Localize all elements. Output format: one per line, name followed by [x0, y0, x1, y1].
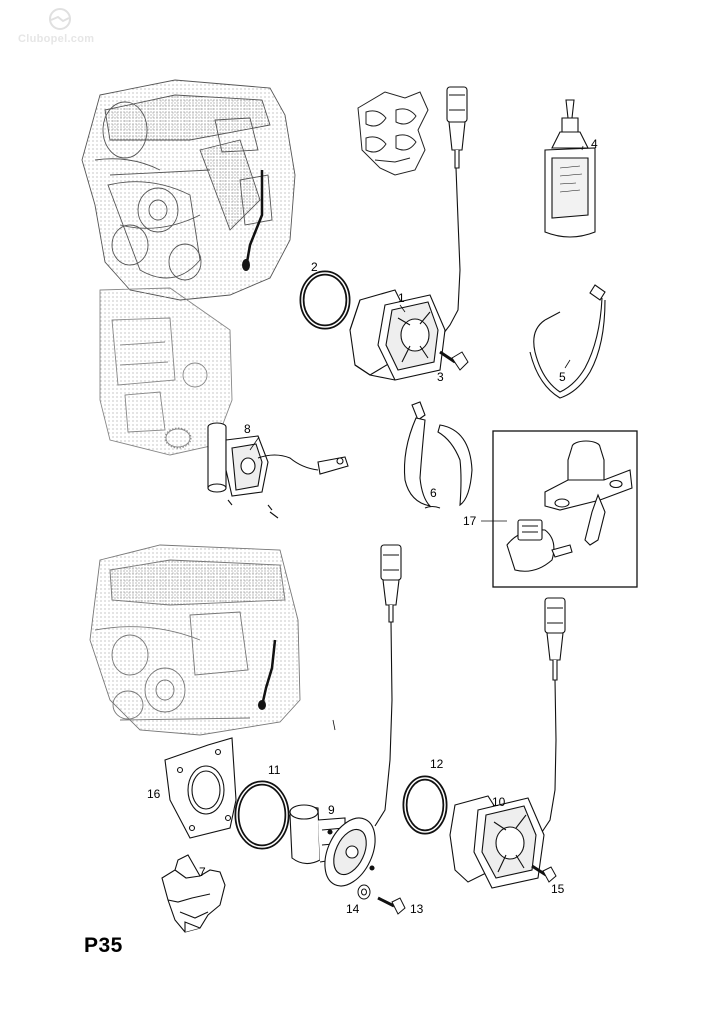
- dipstick-tube-flange-part-10: [449, 597, 566, 889]
- callout-7: 7: [199, 865, 206, 879]
- seal-ring-outline: [164, 427, 192, 449]
- callout-14: 14: [346, 902, 360, 916]
- washer-part-14: [357, 884, 371, 900]
- callout-17: 17: [463, 514, 477, 528]
- clip-bracket-part-7: [161, 854, 226, 933]
- callout-10: 10: [492, 795, 506, 809]
- callout-13: 13: [410, 902, 424, 916]
- watermark-text: Clubopel.com: [18, 33, 95, 45]
- callout-6: 6: [430, 486, 437, 500]
- callout-11: 11: [268, 763, 281, 777]
- engine-illustration-top: [81, 79, 296, 301]
- callout-3: 3: [437, 370, 444, 384]
- callout-5: 5: [559, 370, 566, 384]
- callout-2: 2: [311, 260, 318, 274]
- dipstick-clip-bracket: [357, 91, 429, 176]
- callout-12: 12: [430, 757, 444, 771]
- leader-lines: [249, 145, 584, 731]
- dipstick-position-top: [244, 170, 264, 269]
- sealant-bottle-part-4: [544, 99, 596, 238]
- callout-9: 9: [328, 803, 335, 817]
- bolt-part-3: [439, 350, 469, 371]
- cable-tie-part-5: [529, 284, 606, 399]
- dipstick-position-bottom: [260, 639, 277, 707]
- bolt-part-15: [531, 864, 557, 883]
- callout-16: 16: [147, 787, 161, 801]
- callout-8: 8: [244, 422, 251, 436]
- engine-block-illustration-middle: [99, 287, 233, 456]
- oil-level-sensor-part-8: [207, 422, 349, 519]
- callout-15: 15: [551, 882, 565, 896]
- bolt-part-13: [377, 896, 406, 915]
- dipstick-tube-flange-part-1: [349, 86, 468, 381]
- callout-1: 1: [398, 291, 405, 305]
- opel-logo-icon: [49, 8, 71, 30]
- gasket-plate-part-16: [164, 737, 237, 839]
- cable-strap-part-6: [403, 401, 473, 509]
- page-label: P35: [84, 934, 123, 957]
- oil-level-sensor-detail-part-17: [506, 440, 633, 572]
- dipstick-tube-assembly-part-9: [289, 544, 402, 887]
- callout-4: 4: [591, 137, 598, 151]
- engine-illustration-bottom: [89, 544, 301, 736]
